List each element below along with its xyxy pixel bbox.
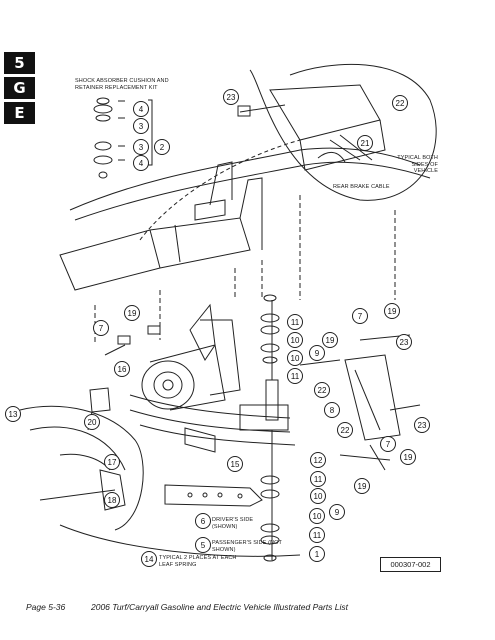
callout-3b: 3: [139, 143, 144, 152]
callout-5: 5: [201, 541, 206, 550]
callout-15: 15: [231, 460, 240, 469]
typical-both-sides-label: TYPICAL BOTH SIDES OF VEHICLE: [397, 155, 438, 174]
callout-7a: 7: [99, 324, 104, 333]
callout-19d: 19: [404, 453, 413, 462]
callout-10b: 10: [291, 354, 300, 363]
callout-10c: 10: [314, 492, 323, 501]
callout-22a: 22: [396, 99, 405, 108]
callout-12: 12: [314, 456, 323, 465]
callout-7b: 7: [358, 312, 363, 321]
callout-8: 8: [330, 406, 335, 415]
callout-11a: 11: [291, 318, 300, 327]
document-title: 2006 Turf/Carryall Gasoline and Electric…: [91, 602, 349, 612]
callout-2: 2: [160, 143, 165, 152]
callout-19c: 19: [388, 307, 397, 316]
callout-10d: 10: [313, 512, 322, 521]
callout-22b: 22: [318, 386, 327, 395]
callout-4a: 4: [139, 105, 144, 114]
callout-23c: 23: [418, 421, 427, 430]
callout-23a: 23: [227, 93, 236, 102]
callout-19a: 19: [128, 309, 137, 318]
callout-13: 13: [9, 410, 18, 419]
section-tab-g: G: [4, 77, 35, 99]
callout-22c: 22: [341, 426, 350, 435]
callout-9a: 9: [315, 349, 320, 358]
rear-brake-cable-label: REAR BRAKE CABLE: [333, 184, 390, 190]
callout-19b: 19: [326, 336, 335, 345]
callout-11d: 11: [313, 531, 322, 540]
callout-11c: 11: [314, 475, 323, 484]
callout-3a: 3: [139, 122, 144, 131]
callout-18: 18: [108, 496, 117, 505]
callout-1: 1: [315, 550, 320, 559]
callout-7c: 7: [386, 440, 391, 449]
drivers-side-label: DRIVER'S SIDE (SHOWN): [212, 517, 254, 530]
callout-14: 14: [145, 555, 154, 564]
callout-4b: 4: [139, 159, 144, 168]
section-tab-5: 5: [4, 52, 35, 74]
page-number: Page 5-36: [26, 602, 66, 612]
callout-23b: 23: [400, 338, 409, 347]
callout-17: 17: [108, 458, 117, 467]
callout-9b: 9: [335, 508, 340, 517]
callout-20: 20: [88, 418, 97, 427]
callout-6: 6: [201, 517, 206, 526]
callout-10a: 10: [291, 336, 300, 345]
kit-label: SHOCK ABSORBER CUSHION AND RETAINER REPL…: [75, 78, 169, 91]
callout-19e: 19: [358, 482, 367, 491]
figure-code: 000307-002: [380, 557, 441, 572]
callout-16: 16: [118, 365, 127, 374]
typical-leaf-spring-label: TYPICAL 2 PLACES AT EACH LEAF SPRING: [159, 555, 237, 568]
callout-11b: 11: [291, 372, 300, 381]
callout-21: 21: [361, 139, 370, 148]
passengers-side-label: PASSENGER'S SIDE (NOT SHOWN): [212, 540, 282, 553]
section-tab-e: E: [4, 102, 35, 124]
